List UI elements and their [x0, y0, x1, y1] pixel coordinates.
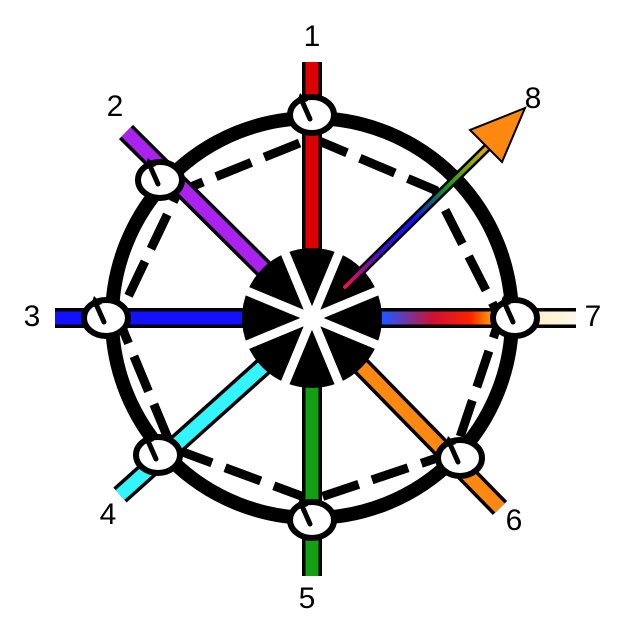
spoke-6	[352, 358, 508, 515]
label-6: 6	[506, 504, 523, 537]
dashed-polygon	[113, 133, 505, 505]
loop-arrow-icon	[287, 93, 337, 136]
label-5: 5	[299, 582, 316, 615]
loop-arrow-icon	[135, 158, 185, 201]
label-1: 1	[304, 20, 321, 53]
spoke-2	[118, 124, 273, 278]
label-8: 8	[525, 82, 542, 115]
label-3: 3	[24, 300, 41, 333]
loop-arrow-icon	[133, 433, 183, 476]
spoke-4	[113, 357, 272, 503]
spokes	[55, 62, 576, 576]
label-2: 2	[107, 90, 124, 123]
label-7: 7	[585, 300, 602, 333]
loop-arrow-icon	[490, 296, 540, 339]
loop-arrow-icon	[81, 296, 131, 339]
loop-arrow-icon	[435, 436, 485, 479]
label-4: 4	[100, 498, 117, 531]
loop-arrow-icon	[287, 498, 337, 541]
arrow-8	[340, 106, 527, 292]
